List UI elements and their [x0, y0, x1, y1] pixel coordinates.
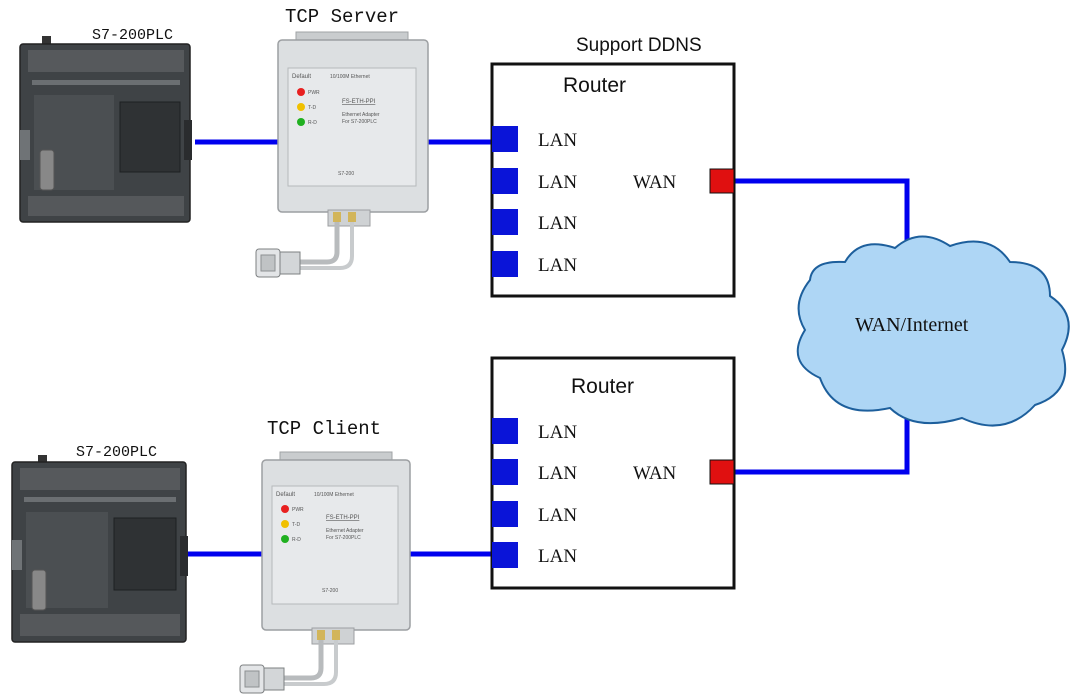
- top-lan-port-3-icon: [492, 209, 518, 235]
- bottom-led-label-td: T-D: [292, 522, 300, 528]
- top-lan-port-1-icon: [492, 126, 518, 152]
- bottom-plc: [11, 455, 188, 643]
- bottom-lan-label-3: LAN: [538, 505, 577, 526]
- top-lan-port-4-icon: [492, 251, 518, 277]
- bottom-router-box: [490, 356, 736, 590]
- top-serial-cable: [255, 222, 354, 278]
- top-support-ddns-label: Support DDNS: [576, 35, 702, 56]
- top-lan-label-1: LAN: [538, 130, 577, 151]
- top-td-led-icon: [297, 103, 305, 111]
- bottom-router-title: Router: [571, 375, 634, 398]
- bottom-adapter-default-text: Default: [276, 492, 295, 498]
- top-adapter-default-text: Default: [292, 74, 311, 80]
- bottom-lan-label-4: LAN: [538, 546, 577, 567]
- top-adapter-model: FS-ETH-PPI: [342, 99, 376, 105]
- bottom-lan-port-1-icon: [492, 418, 518, 444]
- bottom-lan-port-3-icon: [492, 501, 518, 527]
- top-led-label-pwr: PWR: [308, 90, 320, 96]
- top-router-box: [490, 62, 736, 298]
- top-pwr-led-icon: [297, 88, 305, 96]
- top-adapter-ethernet-text: 10/100M Ethernet: [330, 74, 370, 80]
- top-rd-led-icon: [297, 118, 305, 126]
- top-lan-label-2: LAN: [538, 172, 577, 193]
- cloud-label: WAN/Internet: [855, 314, 969, 336]
- top-adapter-desc-2: For S7-200PLC: [342, 119, 377, 125]
- bottom-adapter-label: TCP Client: [267, 418, 381, 440]
- top-adapter-label: TCP Server: [285, 6, 399, 28]
- bottom-lan-port-2-icon: [492, 459, 518, 485]
- bottom-adapter-desc-1: Ethernet Adapter: [326, 528, 364, 534]
- bottom-lan-label-1: LAN: [538, 422, 577, 443]
- bottom-led-label-rd: R-D: [292, 537, 301, 543]
- bottom-td-led-icon: [281, 520, 289, 528]
- top-adapter: Default 10/100M Ethernet PWR T-D R-D FS-…: [277, 31, 429, 227]
- bottom-pwr-led-icon: [281, 505, 289, 513]
- top-lan-label-3: LAN: [538, 213, 577, 234]
- bottom-plc-label: S7-200PLC: [76, 444, 157, 461]
- connection-lines: [186, 139, 910, 557]
- top-plc: [19, 36, 192, 223]
- bottom-lan-label-2: LAN: [538, 463, 577, 484]
- top-led-label-rd: R-D: [308, 120, 317, 126]
- bottom-serial-cable: [239, 640, 338, 694]
- bottom-lan-port-4-icon: [492, 542, 518, 568]
- top-wan-label: WAN: [633, 172, 677, 193]
- top-wan-port-icon: [709, 168, 735, 194]
- top-lan-label-4: LAN: [538, 255, 577, 276]
- bottom-led-label-pwr: PWR: [292, 507, 304, 513]
- bottom-adapter-ethernet-text: 10/100M Ethernet: [314, 492, 354, 498]
- bottom-adapter-model: FS-ETH-PPI: [326, 515, 360, 521]
- bottom-wan-port-icon: [709, 459, 735, 485]
- top-led-label-td: T-D: [308, 105, 316, 111]
- bottom-rd-led-icon: [281, 535, 289, 543]
- bottom-adapter-desc-2: For S7-200PLC: [326, 535, 361, 541]
- top-plc-label: S7-200PLC: [92, 27, 173, 44]
- top-adapter-desc-1: Ethernet Adapter: [342, 112, 380, 118]
- top-router-title: Router: [563, 74, 626, 97]
- top-adapter-bottom-text: S7-200: [338, 171, 354, 177]
- bottom-wan-to-cloud-link: [733, 410, 910, 475]
- top-wan-to-cloud-link: [733, 178, 910, 250]
- top-lan-port-2-icon: [492, 168, 518, 194]
- internet-cloud-icon: [796, 235, 1070, 427]
- bottom-adapter: Default 10/100M Ethernet PWR T-D R-D FS-…: [261, 451, 411, 645]
- bottom-wan-label: WAN: [633, 463, 677, 484]
- bottom-adapter-bottom-text: S7-200: [322, 588, 338, 594]
